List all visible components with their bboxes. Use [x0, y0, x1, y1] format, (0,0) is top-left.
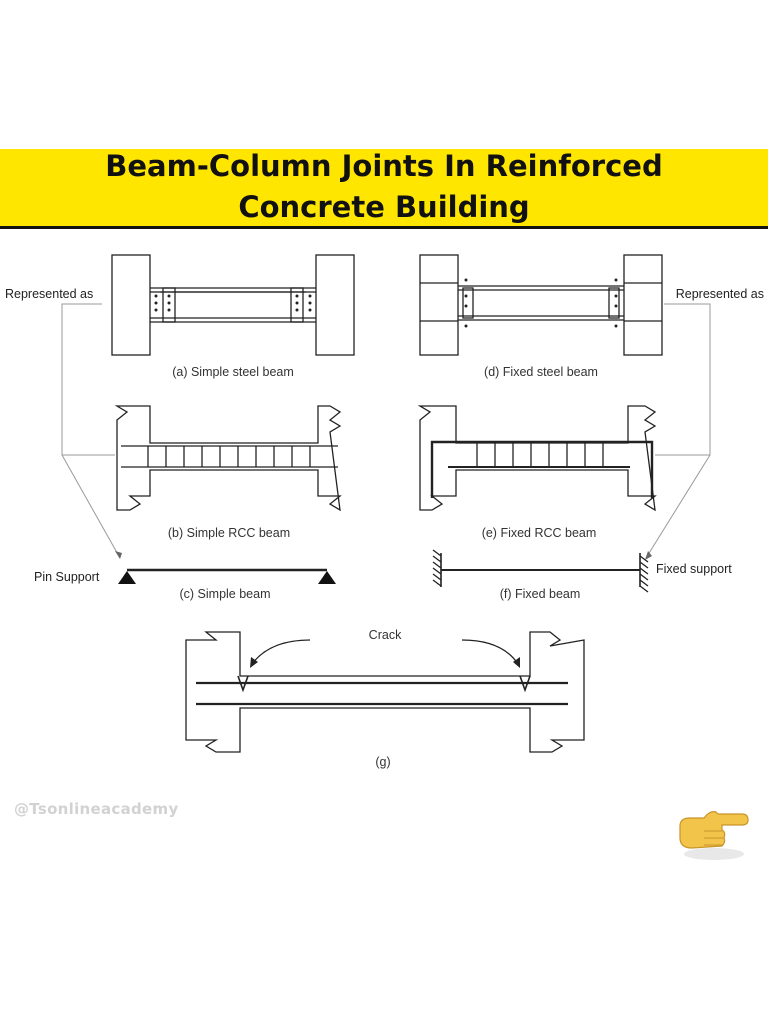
fixed-steel-beam-figure: [419, 254, 663, 356]
label-represented-as-right: Represented as: [676, 287, 764, 301]
simple-rcc-beam-figure: [114, 405, 342, 512]
label-fixed-support: Fixed support: [656, 562, 732, 576]
label-fixed-rcc-beam: (e) Fixed RCC beam: [482, 526, 597, 540]
label-fixed-beam: (f) Fixed beam: [500, 587, 581, 601]
label-simple-steel-beam: (a) Simple steel beam: [172, 365, 294, 379]
watermark: @Tsonlineacademy: [14, 800, 179, 818]
simple-steel-beam-figure: [111, 254, 355, 356]
fixed-rcc-beam-figure: [417, 405, 657, 512]
simple-beam-figure: [118, 568, 336, 584]
label-simple-beam: (c) Simple beam: [180, 587, 271, 601]
pointing-hand-icon: [674, 800, 752, 869]
page-title-line-1: Beam-Column Joints In Reinforced: [105, 149, 663, 183]
label-pin-support: Pin Support: [34, 570, 100, 584]
label-simple-rcc-beam: (b) Simple RCC beam: [168, 526, 290, 540]
fixed-beam-figure: [432, 549, 649, 593]
label-represented-as-left: Represented as: [5, 287, 93, 301]
beam-column-joint-diagram: (a) Simple steel beam (d) Fixed steel be…: [5, 254, 764, 769]
cracked-beam-column-joint-figure: [185, 631, 585, 753]
label-crack: Crack: [369, 628, 402, 642]
label-fixed-steel-beam: (d) Fixed steel beam: [484, 365, 598, 379]
page-title-line-2: Concrete Building: [238, 190, 530, 224]
label-g: (g): [375, 755, 390, 769]
title-banner: [0, 149, 768, 229]
